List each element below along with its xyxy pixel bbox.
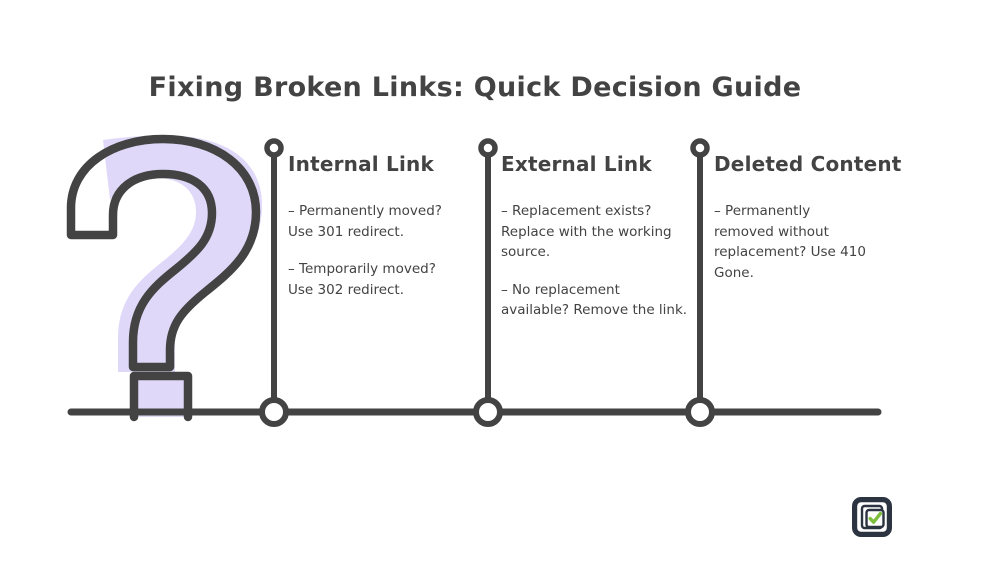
list-item: – No replacement available? Remove the l…: [501, 281, 688, 319]
pin-head-2: [478, 138, 498, 158]
question-mark-accent-fill: [103, 135, 262, 372]
list-item: – Permanently removed without replacemen…: [714, 203, 866, 281]
column-deleted-content: Deleted Content – Permanently removed wi…: [714, 152, 902, 283]
list-item: – Replacement exists? Replace with the w…: [501, 203, 672, 261]
column-body-deleted-content: – Permanently removed without replacemen…: [714, 201, 892, 283]
question-mark-dot-stroke: [129, 371, 193, 422]
pin-stem-internal-link: [259, 138, 289, 427]
column-header-deleted-content: Deleted Content: [714, 152, 902, 176]
column-header-internal-link: Internal Link: [288, 152, 434, 176]
question-mark-stroke: [66, 134, 261, 372]
node-circle-2: [473, 397, 503, 427]
column-body-internal-link: – Permanently moved? Use 301 redirect. –…: [288, 201, 463, 300]
check-icon: [868, 511, 883, 524]
question-mark-fill-group: [103, 135, 262, 417]
column-internal-link: Internal Link – Permanently moved? Use 3…: [288, 153, 463, 300]
checklist-badge-icon: [852, 497, 892, 537]
column-external-link: External Link – Replacement exists? Repl…: [501, 153, 701, 321]
list-item: – Permanently moved? Use 301 redirect.: [288, 203, 442, 240]
node-circle-1: [259, 397, 289, 427]
column-body-external-link: – Replacement exists? Replace with the w…: [501, 201, 701, 321]
node-circle-3: [685, 397, 715, 427]
question-mark-dot-accent-fill: [134, 379, 188, 417]
column-header-external-link: External Link: [501, 152, 652, 176]
badge-frame: [852, 497, 892, 537]
pin-stem-external-link: [473, 138, 503, 427]
question-mark-outline-group: [66, 134, 261, 422]
pin-head-1: [264, 138, 284, 158]
list-item: – Temporarily moved? Use 302 redirect.: [288, 261, 436, 298]
page-title: Fixing Broken Links: Quick Decision Guid…: [148, 72, 802, 103]
